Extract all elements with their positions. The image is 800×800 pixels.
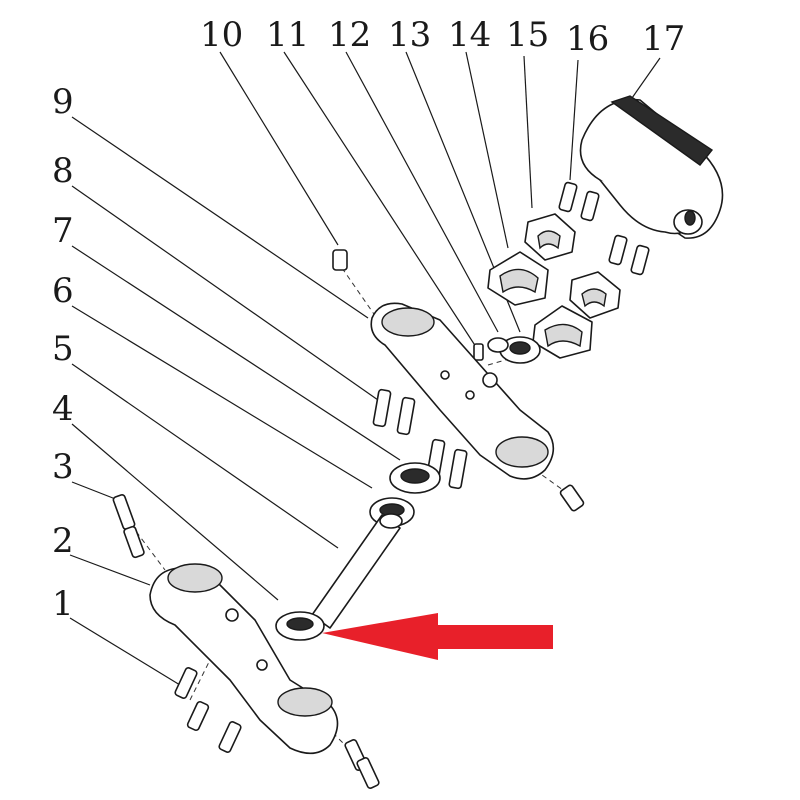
- red-arrow-icon: [322, 613, 553, 660]
- leader-2: [69, 554, 151, 586]
- leader-12: [345, 51, 499, 333]
- leader-9: [71, 116, 369, 319]
- callout-16: 16: [566, 19, 609, 59]
- leader-1: [69, 617, 181, 686]
- leader-15: [523, 55, 533, 209]
- part-15-upper-clamps: [524, 213, 621, 319]
- leader-3: [71, 481, 119, 501]
- callout-8: 8: [52, 151, 74, 191]
- upper-clamp-pinch-bolt: [559, 484, 585, 512]
- leader-4: [71, 423, 279, 601]
- part-2-lower-triple-clamp: [149, 563, 339, 755]
- leader-5: [71, 363, 339, 549]
- part-11-pin: [473, 343, 484, 361]
- part-7-bearing: [389, 462, 441, 494]
- callout-3: 3: [52, 447, 74, 487]
- part-8-bolts: [372, 388, 468, 490]
- leader-17: [631, 57, 661, 99]
- leader-8: [71, 185, 379, 401]
- callout-labels: 1 2 3 4 5 6 7 8 9 10 11 12 13 14 15 16 1…: [52, 15, 685, 624]
- callout-12: 12: [328, 15, 371, 55]
- leader-11: [283, 51, 479, 351]
- part-14-lower-clamps: [487, 251, 593, 359]
- leader-7: [71, 245, 401, 461]
- leader-lines: [69, 51, 661, 686]
- leader-6: [71, 305, 373, 489]
- callout-17: 17: [642, 19, 685, 59]
- callout-6: 6: [52, 271, 74, 311]
- callout-11: 11: [266, 15, 309, 55]
- part-10-bolt: [332, 249, 348, 271]
- callout-10: 10: [200, 15, 243, 55]
- callout-1: 1: [52, 584, 74, 624]
- part-1-bolts: [174, 667, 380, 789]
- part-5-steering-stem: [311, 513, 403, 629]
- leader-16: [569, 59, 579, 181]
- leader-10: [219, 51, 339, 246]
- highlight-arrow: [322, 613, 553, 660]
- part-16-bolts: [558, 181, 650, 276]
- callout-15: 15: [506, 15, 549, 55]
- part-3-bolts: [112, 494, 145, 559]
- part-9-upper-triple-clamp: [370, 302, 555, 480]
- callout-7: 7: [52, 211, 74, 251]
- leader-14: [465, 51, 509, 249]
- part-17-handlebar-pad: [579, 95, 724, 239]
- callout-4: 4: [52, 389, 74, 429]
- callout-9: 9: [52, 82, 74, 122]
- callout-14: 14: [448, 15, 491, 55]
- callout-13: 13: [388, 15, 431, 55]
- part-12-washer: [487, 337, 509, 353]
- callout-5: 5: [52, 329, 74, 369]
- callout-2: 2: [52, 521, 74, 561]
- part-4-lower-bearing: [275, 611, 325, 641]
